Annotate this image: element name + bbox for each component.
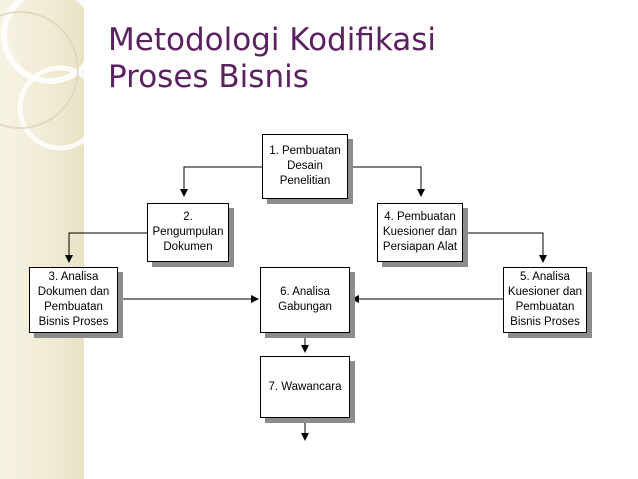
page-title: Metodologi Kodifikasi Proses Bisnis — [108, 22, 436, 96]
edge-n1-n4 — [348, 166, 425, 197]
title-line-2: Proses Bisnis — [108, 59, 309, 95]
edge-n2-n3 — [65, 232, 147, 263]
decorative-side-band — [0, 0, 84, 479]
node-pembuatan-kuesioner: 4. Pembuatan Kuesioner dan Persiapan Ala… — [377, 203, 463, 262]
node-analisa-kuesioner: 5. Analisa Kuesioner dan Pembuatan Bisni… — [503, 267, 587, 333]
node-analisa-dokumen: 3. Analisa Dokumen dan Pembuatan Bisnis … — [29, 267, 118, 333]
node-wawancara: 7. Wawancara — [260, 356, 350, 418]
node-pengumpulan-dokumen: 2. Pengumpulan Dokumen — [147, 203, 229, 262]
node-analisa-gabungan: 6. Analisa Gabungan — [260, 267, 350, 333]
edge-n4-n5 — [463, 232, 547, 263]
title-line-1: Metodologi Kodifikasi — [108, 22, 437, 58]
node-pembuatan-desain-penelitian: 1. Pembuatan Desain Penelitian — [262, 134, 348, 199]
edge-n1-n2 — [180, 166, 262, 197]
decorative-rings — [0, 0, 84, 151]
